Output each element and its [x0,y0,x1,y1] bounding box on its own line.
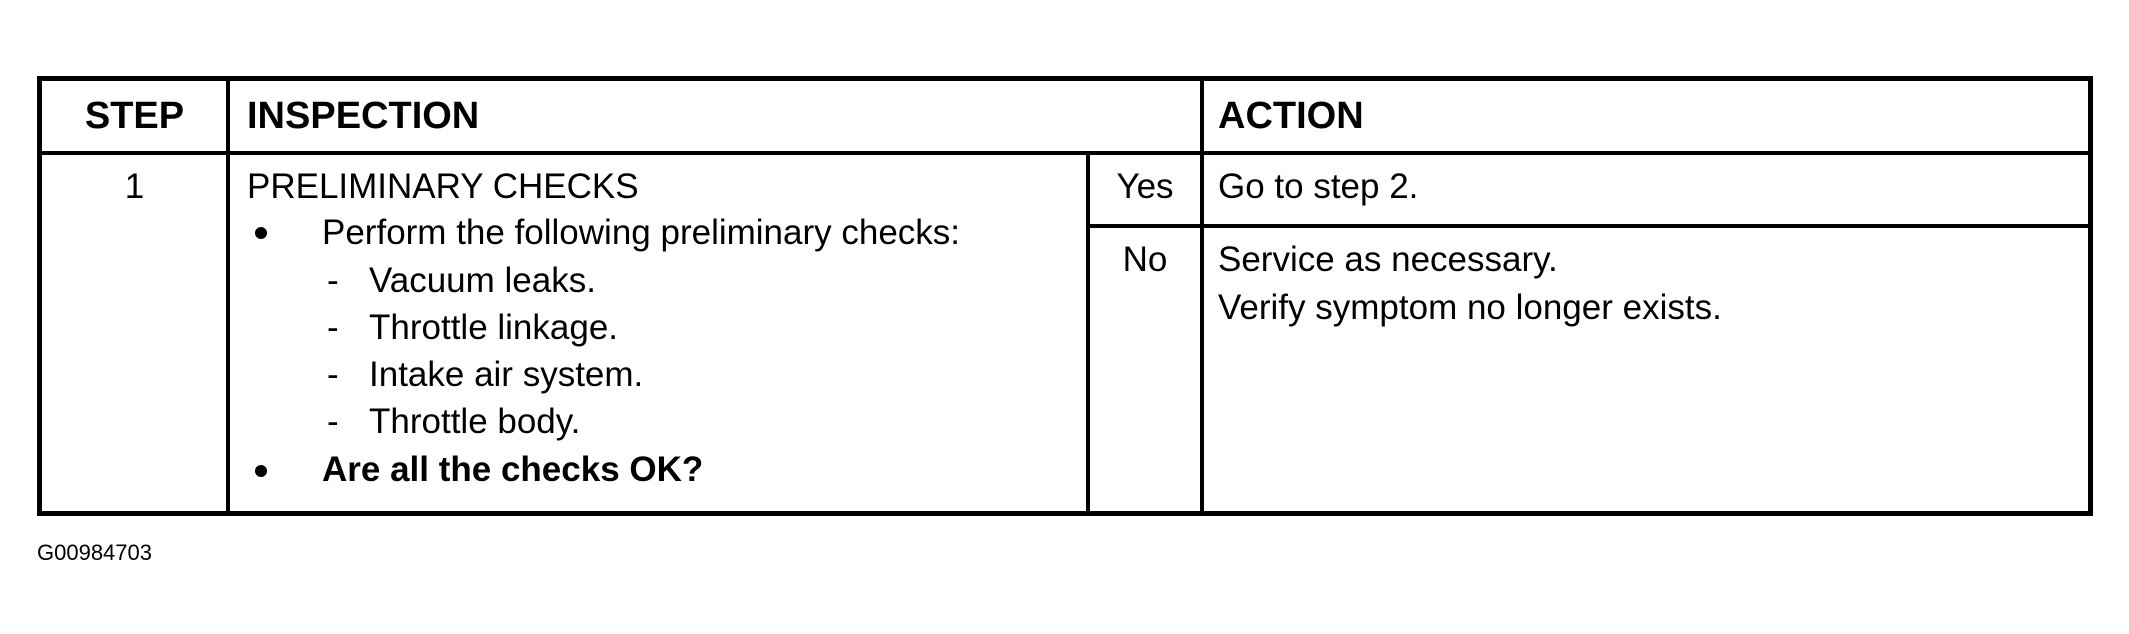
dash-icon: - [327,402,339,441]
dash-icon: - [327,355,339,394]
sub-item: Vacuum leaks. [369,261,596,300]
diagnostic-table: STEP INSPECTION ACTION 1 PRELIMINARY CHE… [37,76,2093,516]
step-column-divider [226,81,230,511]
figure-id-caption: G00984703 [37,540,152,565]
inspection-bullet-1: Perform the following preliminary checks… [322,213,961,252]
yes-no-divider [1086,224,2088,228]
action-column-divider [1200,81,1204,511]
dash-icon: - [327,261,339,300]
sub-item: Throttle body. [369,402,581,441]
answer-column-divider [1086,151,1090,511]
header-inspection: INSPECTION [247,95,480,137]
no-action-line-1: Service as necessary. [1218,240,1558,279]
inspection-title: PRELIMINARY CHECKS [247,167,639,206]
yes-label: Yes [1116,167,1174,206]
dash-icon: - [327,308,339,347]
header-action: ACTION [1218,95,1364,137]
no-action-line-2: Verify symptom no longer exists. [1218,288,1722,327]
step-number: 1 [124,167,145,206]
header-divider [42,151,2088,155]
yes-action: Go to step 2. [1218,167,1419,206]
inspection-bullet-2: Are all the checks OK? [322,450,704,489]
sub-item: Throttle linkage. [369,308,619,347]
bullet-icon [255,465,267,477]
no-label: No [1122,240,1168,279]
sub-item: Intake air system. [369,355,644,394]
bullet-icon [255,227,267,239]
header-step: STEP [84,95,185,137]
